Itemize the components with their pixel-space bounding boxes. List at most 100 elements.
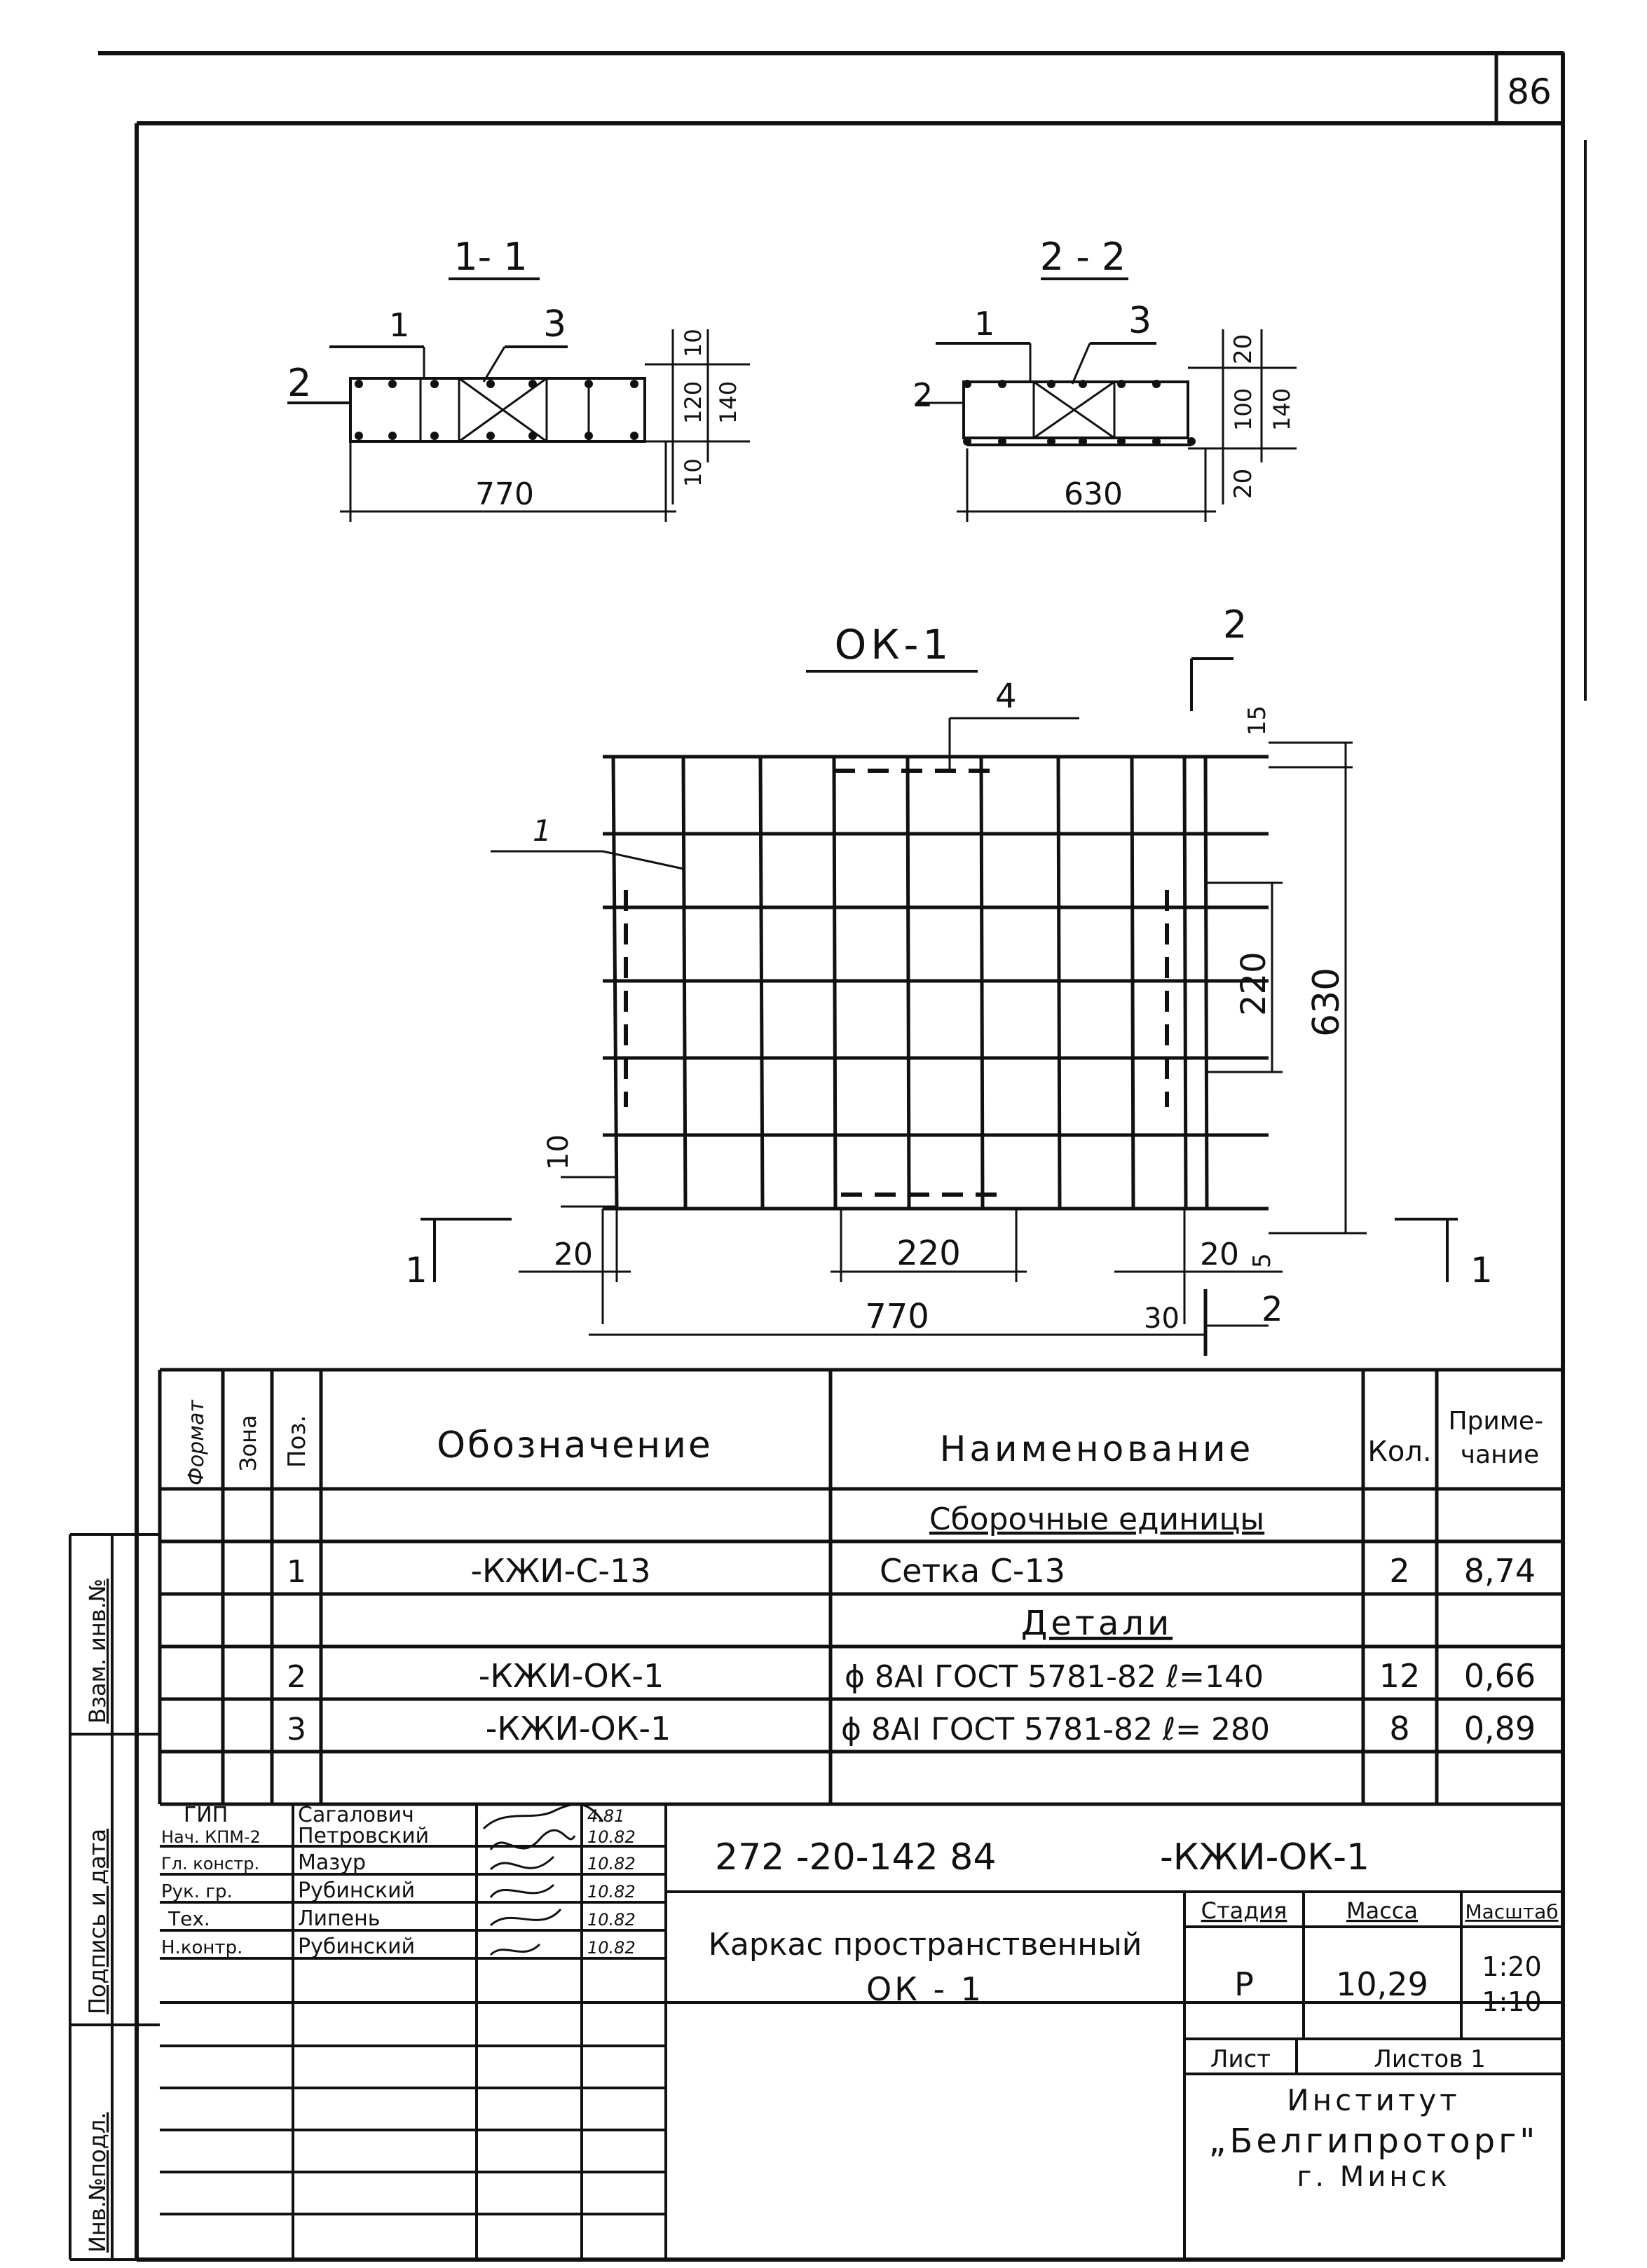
plan-dim-220-vertical: 220 (1234, 951, 1273, 1016)
role-0-name: Сагалович (298, 1803, 414, 1827)
role-1-name: Петровский (298, 1824, 429, 1848)
section-details: Детали (1021, 1604, 1173, 1643)
stage-value: Р (1234, 1965, 1254, 2003)
section-2-2-dim-100: 100 (1230, 388, 1257, 431)
plan-dim-630-vertical: 630 (1306, 968, 1348, 1037)
plan-dim-20-right: 20 (1200, 1237, 1239, 1272)
section-1-1-callout-1: 1 (389, 306, 409, 344)
row-2-pos: 2 (287, 1659, 306, 1695)
row-1-designation: -КЖИ-С-13 (470, 1552, 650, 1590)
header-format: Формат (184, 1399, 209, 1485)
role-5-name: Рубинский (298, 1934, 415, 1959)
section-1-1-dim-10-bottom: 10 (680, 458, 706, 487)
role-1-date: 10.82 (587, 1827, 636, 1847)
section-2-2: 2 - 2 1 2 3 20 100 140 20 630 (913, 235, 1297, 522)
row-1-qty: 2 (1389, 1552, 1409, 1590)
product-name-line1: Каркас пространственный (709, 1927, 1142, 1963)
side-stamp (69, 1533, 160, 2261)
role-5-date: 10.82 (587, 1938, 636, 1958)
section-2-2-callout-1: 1 (974, 305, 995, 343)
section-1-1-dim-120: 120 (680, 381, 706, 424)
section-1-1: 1- 1 1 2 3 10 120 140 10 (287, 235, 750, 522)
role-4-name: Липень (298, 1906, 380, 1931)
plan-dim-30: 30 (1144, 1303, 1180, 1335)
plan-cut-1-right: 1 (1470, 1250, 1493, 1291)
role-1: Нач. КПМ-2 (161, 1827, 261, 1847)
row-1-pos: 1 (287, 1554, 306, 1590)
scale-label: Масштаб (1465, 1900, 1558, 1923)
section-1-1-dim-770: 770 (475, 476, 534, 512)
plan-dim-10-left: 10 (542, 1134, 575, 1170)
role-2-name: Мазур (298, 1850, 366, 1875)
document-mark: -КЖИ-ОК-1 (1160, 1836, 1369, 1878)
role-5: Н.контр. (161, 1937, 242, 1958)
role-4: Тех. (168, 1907, 210, 1930)
rebar-grid (603, 755, 1269, 1211)
header-note: Приме- чание (1448, 1407, 1551, 1469)
section-1-1-callout-2: 2 (287, 361, 311, 405)
row-2-note: 0,66 (1464, 1657, 1536, 1695)
plan-dim-770: 770 (865, 1297, 929, 1336)
signatures (482, 1803, 604, 1956)
title-block-roles: ГИП Сагалович 4.81 Нач. КПМ-2 Петровский… (161, 1803, 636, 1959)
side-stamp-inv-orig: Инв.№подл. (84, 2112, 111, 2253)
org-line2: „Белгипроторг" (1209, 2122, 1539, 2161)
page-number: 86 (1507, 71, 1552, 112)
section-1-1-label: 1- 1 (453, 235, 527, 279)
plan-dim-20-left: 20 (554, 1237, 593, 1272)
scale-value-1: 1:20 (1482, 1951, 1541, 1982)
header-designation: Обозначение (437, 1424, 713, 1466)
row-1-note: 8,74 (1464, 1552, 1536, 1590)
section-2-2-dim-20-bottom: 20 (1229, 469, 1257, 499)
section-2-2-dim-140: 140 (1269, 388, 1295, 431)
plan-callout-1: 1 (533, 813, 552, 848)
org-line1: Институт (1287, 2083, 1461, 2117)
role-2-date: 10.82 (587, 1854, 636, 1874)
header-pos: Поз. (283, 1415, 311, 1468)
section-2-2-callout-3: 3 (1128, 300, 1151, 342)
section-1-1-dim-10-top: 10 (680, 329, 706, 357)
role-4-date: 10.82 (587, 1910, 636, 1930)
role-2: Гл. констр. (161, 1854, 259, 1874)
plan-ok-1: ОК-1 1 (405, 603, 1493, 1356)
side-stamp-replace-inv: Взам. инв.№ (84, 1579, 111, 1724)
row-3-note: 0,89 (1464, 1710, 1536, 1747)
row-2-designation: -КЖИ-ОК-1 (479, 1657, 664, 1695)
role-3-name: Рубинский (298, 1878, 415, 1903)
role-3-date: 10.82 (587, 1882, 636, 1902)
sheet-label: Лист (1210, 2045, 1271, 2073)
plan-title: ОК-1 (835, 621, 953, 668)
org-line3: г. Минск (1297, 2161, 1450, 2193)
role-3: Рук. гр. (161, 1881, 233, 1902)
plan-dim-15-top: 15 (1243, 706, 1271, 736)
side-stamp-sign-date: Подпись и дата (84, 1829, 111, 2014)
product-name-line2: ОК - 1 (866, 1970, 984, 2008)
stage-label: Стадия (1201, 1897, 1287, 1924)
role-0-date: 4.81 (587, 1806, 624, 1826)
plan-dim-220-horizontal: 220 (896, 1234, 961, 1273)
title-block (160, 1804, 1563, 2260)
row-3-designation: -КЖИ-ОК-1 (486, 1710, 671, 1747)
plan-dim-5-right: 5 (1248, 1253, 1276, 1268)
document-code: 272 -20-142 84 (715, 1836, 996, 1878)
plan-cut-2-top: 2 (1223, 603, 1247, 647)
plan-cut-2-bottom: 2 (1262, 1290, 1283, 1329)
scale-value-2: 1:10 (1482, 1986, 1541, 2017)
plan-cut-1-left: 1 (405, 1250, 428, 1291)
mass-value: 10,29 (1336, 1965, 1428, 2003)
sheets-label: Листов 1 (1374, 2045, 1485, 2073)
header-zone: Зона (235, 1415, 261, 1471)
plan-callout-4: 4 (995, 677, 1017, 716)
header-qty: Кол. (1367, 1436, 1431, 1468)
section-2-2-dim-20-top: 20 (1229, 334, 1257, 364)
row-3-qty: 8 (1389, 1710, 1409, 1747)
header-note-line2: чание (1461, 1441, 1539, 1469)
row-3-pos: 3 (287, 1712, 306, 1747)
section-2-2-callout-2: 2 (913, 376, 933, 414)
section-2-2-label: 2 - 2 (1040, 235, 1126, 279)
row-3-name: ϕ 8АI ГОСТ 5781-82 ℓ= 280 (841, 1712, 1270, 1747)
mass-label: Масса (1346, 1897, 1418, 1924)
row-2-qty: 12 (1379, 1657, 1421, 1695)
spec-table (158, 1368, 1563, 1806)
